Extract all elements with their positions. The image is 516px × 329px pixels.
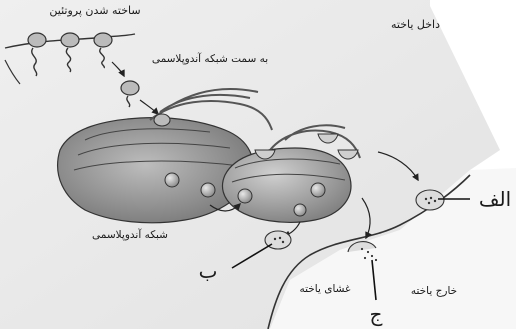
- label-cell-membrane: غشای یاخته: [299, 283, 351, 295]
- label-be: ب: [199, 259, 218, 283]
- label-er: شبکه آندوپلاسمی: [92, 228, 168, 241]
- er-left: [58, 118, 253, 223]
- label-inside-cell: داخل یاخته: [391, 18, 440, 31]
- label-outside-cell: خارج یاخته: [411, 285, 457, 297]
- vesicle-a: [165, 173, 179, 187]
- vesicle-alef: [416, 190, 444, 210]
- ribosome-on-er: [154, 114, 170, 126]
- vesicle-b: [201, 183, 215, 197]
- label-towards-er: به سمت شبکه آندوپلاسمی: [152, 52, 268, 65]
- vesicle-d: [311, 183, 325, 197]
- label-alef: الف: [479, 187, 511, 211]
- vesicle-e: [294, 204, 306, 216]
- vesicle-c: [238, 189, 252, 203]
- label-jim: ج: [370, 302, 383, 326]
- label-protein-synthesis: ساخته شدن پروتئین: [49, 4, 140, 17]
